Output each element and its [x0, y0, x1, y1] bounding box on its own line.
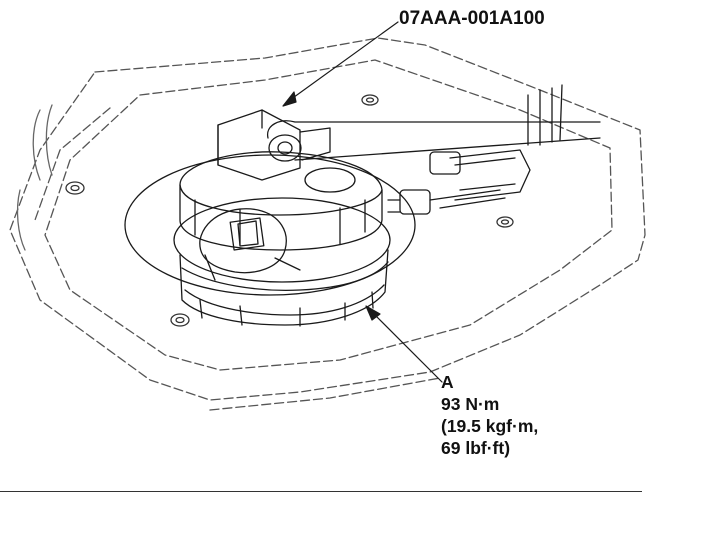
- tool-leader-line: [289, 21, 399, 101]
- callout-leaders: [282, 21, 443, 383]
- special-tool-part-number: 07AAA-001A100: [399, 8, 545, 29]
- panel-edge-marks: [16, 104, 53, 251]
- panel-bolts: [65, 94, 514, 327]
- bottom-divider: [0, 491, 642, 492]
- ring-leader-arrow: [365, 305, 381, 321]
- torque-lbfft-label: 69 lbf·ft): [441, 438, 511, 458]
- breaker-bar: [267, 120, 601, 162]
- torque-nm-label: 93 N·m: [441, 394, 500, 414]
- tool-leader-arrow: [282, 91, 297, 107]
- part-a-callout: A 93 N·m (19.5 kgf·m, 69 lbf·ft): [441, 372, 538, 460]
- fuel-lines: [387, 84, 563, 215]
- tank-panel: [9, 37, 646, 411]
- lock-ring-a: [124, 154, 416, 327]
- part-letter-label: A: [441, 372, 454, 392]
- special-tool-07aaa: [179, 109, 383, 251]
- fuel-pump-assembly: [199, 208, 301, 281]
- torque-kgfm-label: (19.5 kgf·m,: [441, 416, 539, 436]
- ring-leader-line: [371, 311, 443, 383]
